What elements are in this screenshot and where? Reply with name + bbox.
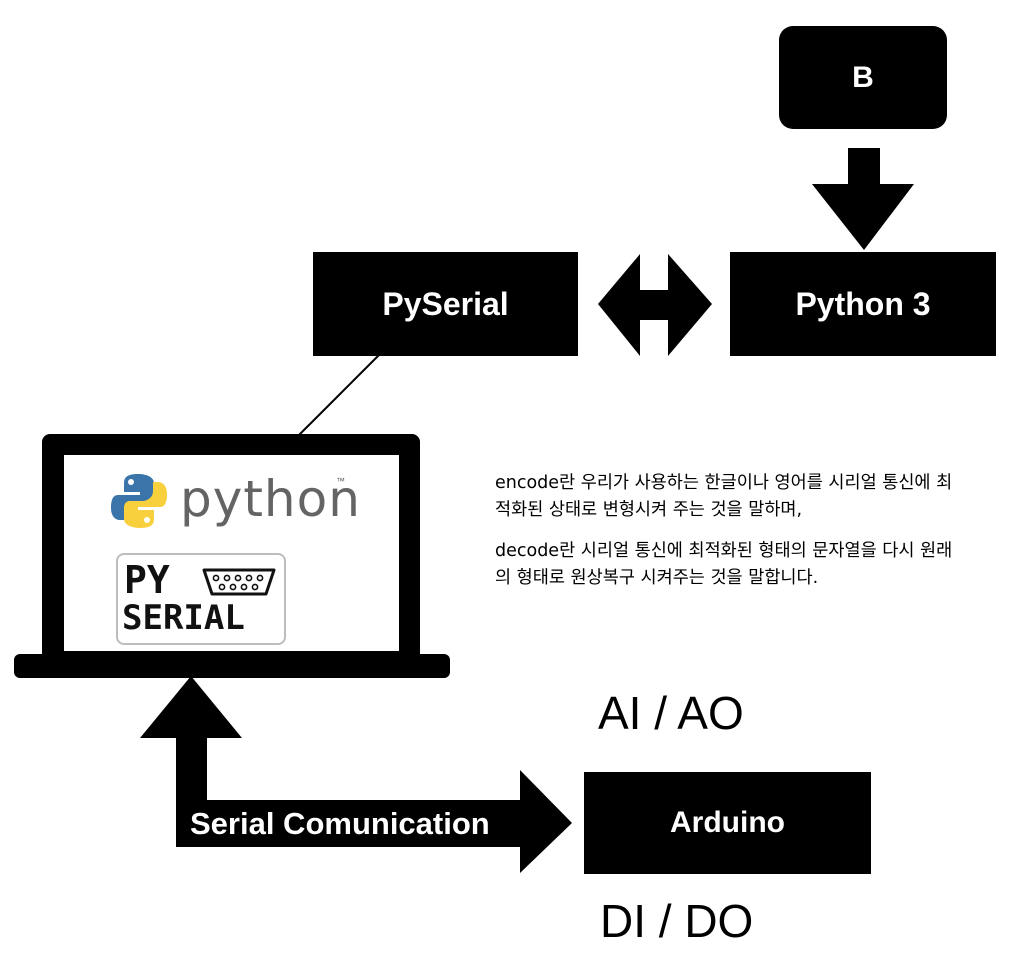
node-pyserial: PySerial bbox=[313, 252, 578, 356]
arrow-b-to-python3 bbox=[812, 148, 914, 250]
pyserial-logo: PY SERIAL bbox=[116, 553, 286, 645]
arrow-pyserial-python3 bbox=[598, 254, 712, 356]
decode-text: decode란 시리얼 통신에 최적화된 형태의 문자열을 다시 원래의 형태로… bbox=[495, 541, 953, 588]
node-arduino-label: Arduino bbox=[670, 806, 785, 839]
encode-text: encode란 우리가 사용하는 한글이나 영어를 시리얼 통신에 최적화된 상… bbox=[495, 473, 953, 520]
node-b: B bbox=[779, 26, 947, 129]
pyserial-logo-bottom: SERIAL bbox=[122, 598, 245, 638]
python-logo-text: python bbox=[180, 470, 361, 528]
io-label-analog: AI / AO bbox=[598, 687, 744, 739]
io-label-digital: DI / DO bbox=[600, 895, 754, 947]
node-b-label: B bbox=[852, 60, 874, 94]
python-logo-tm: ™ bbox=[336, 476, 345, 486]
node-arduino: Arduino bbox=[584, 772, 871, 874]
encode-decode-note: encode란 우리가 사용하는 한글이나 영어를 시리얼 통신에 최적화된 상… bbox=[495, 470, 965, 606]
laptop-base bbox=[14, 654, 450, 678]
pyserial-logo-top: PY bbox=[124, 558, 170, 602]
node-pyserial-label: PySerial bbox=[382, 285, 509, 322]
python-logo-icon bbox=[111, 474, 167, 528]
node-python3-label: Python 3 bbox=[795, 285, 931, 322]
edge-serial-comm-label: Serial Comunication bbox=[190, 806, 490, 841]
node-python3: Python 3 bbox=[730, 252, 996, 356]
arrow-laptop-arduino bbox=[140, 676, 572, 873]
connector-line bbox=[297, 353, 381, 437]
serial-port-icon bbox=[202, 568, 276, 596]
